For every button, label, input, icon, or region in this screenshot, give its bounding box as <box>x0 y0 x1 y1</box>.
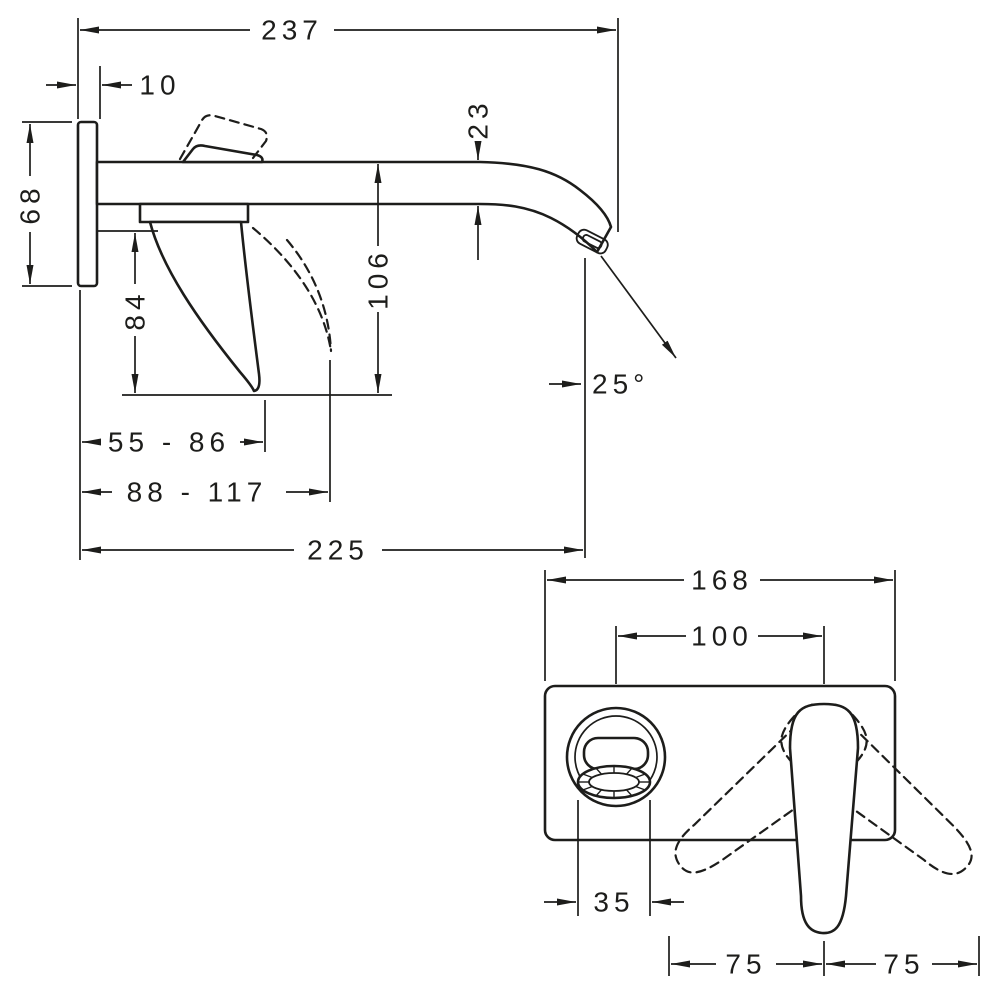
lever-swing-dashed <box>251 226 333 353</box>
dim-plate-height: 68 <box>15 121 72 287</box>
dim-spout-projection-label: 225 <box>307 535 369 566</box>
wall-plate-side <box>76 120 99 288</box>
dim-handle-swing-left-label: 75 <box>725 949 766 980</box>
aerator-hatch <box>578 766 650 798</box>
dim-plate-depth: 10 <box>46 66 180 119</box>
dim-lever-length-label: 84 <box>120 289 151 330</box>
dim-plate-width: 168 <box>544 565 896 681</box>
dim-plate-width-label: 168 <box>691 565 753 596</box>
dim-aerator-width: 35 <box>544 800 684 918</box>
aerator-tip <box>575 228 609 255</box>
dim-spout-to-lever-tip-label: 106 <box>363 248 394 310</box>
dim-spout-to-handle: 100 <box>615 621 825 684</box>
dim-lever-length: 84 <box>97 230 158 393</box>
dim-spout-projection: 225 <box>79 290 583 566</box>
mixer-body <box>138 202 250 224</box>
dim-spout-end-height-label: 23 <box>463 98 494 139</box>
dim-spout-end-height: 23 <box>463 98 494 260</box>
front-view: 168 100 35 75 75 <box>543 565 991 980</box>
spout-outlet-front <box>565 706 667 808</box>
lever-side <box>148 220 261 393</box>
dim-spout-to-lever-tip: 106 <box>363 164 394 393</box>
dim-lever-reach-range: 88 - 117 <box>82 360 331 508</box>
spout-side <box>95 160 613 254</box>
dim-handle-swing: 75 75 <box>668 936 980 980</box>
dim-total-width-label: 237 <box>261 15 323 46</box>
dim-lever-clearance-range: 55 - 86 <box>82 400 266 458</box>
dim-plate-height-label: 68 <box>15 183 46 224</box>
dim-handle-swing-right-label: 75 <box>883 949 924 980</box>
dim-spout-to-handle-label: 100 <box>691 621 753 652</box>
spray-angle-annotation: 25° <box>549 255 677 558</box>
dim-lever-clearance-range-label: 55 - 86 <box>108 427 230 458</box>
dim-lever-reach-range-label: 88 - 117 <box>127 477 268 508</box>
dim-total-width: 237 <box>77 15 619 232</box>
dim-plate-depth-label: 10 <box>139 70 180 101</box>
handle-front <box>788 702 860 935</box>
dim-aerator-width-label: 35 <box>593 887 634 918</box>
spray-angle-label: 25° <box>592 369 649 400</box>
side-view: 237 10 68 23 106 <box>15 15 677 566</box>
lever-raised-dashed <box>178 114 268 161</box>
cartridge-cap <box>181 144 264 164</box>
